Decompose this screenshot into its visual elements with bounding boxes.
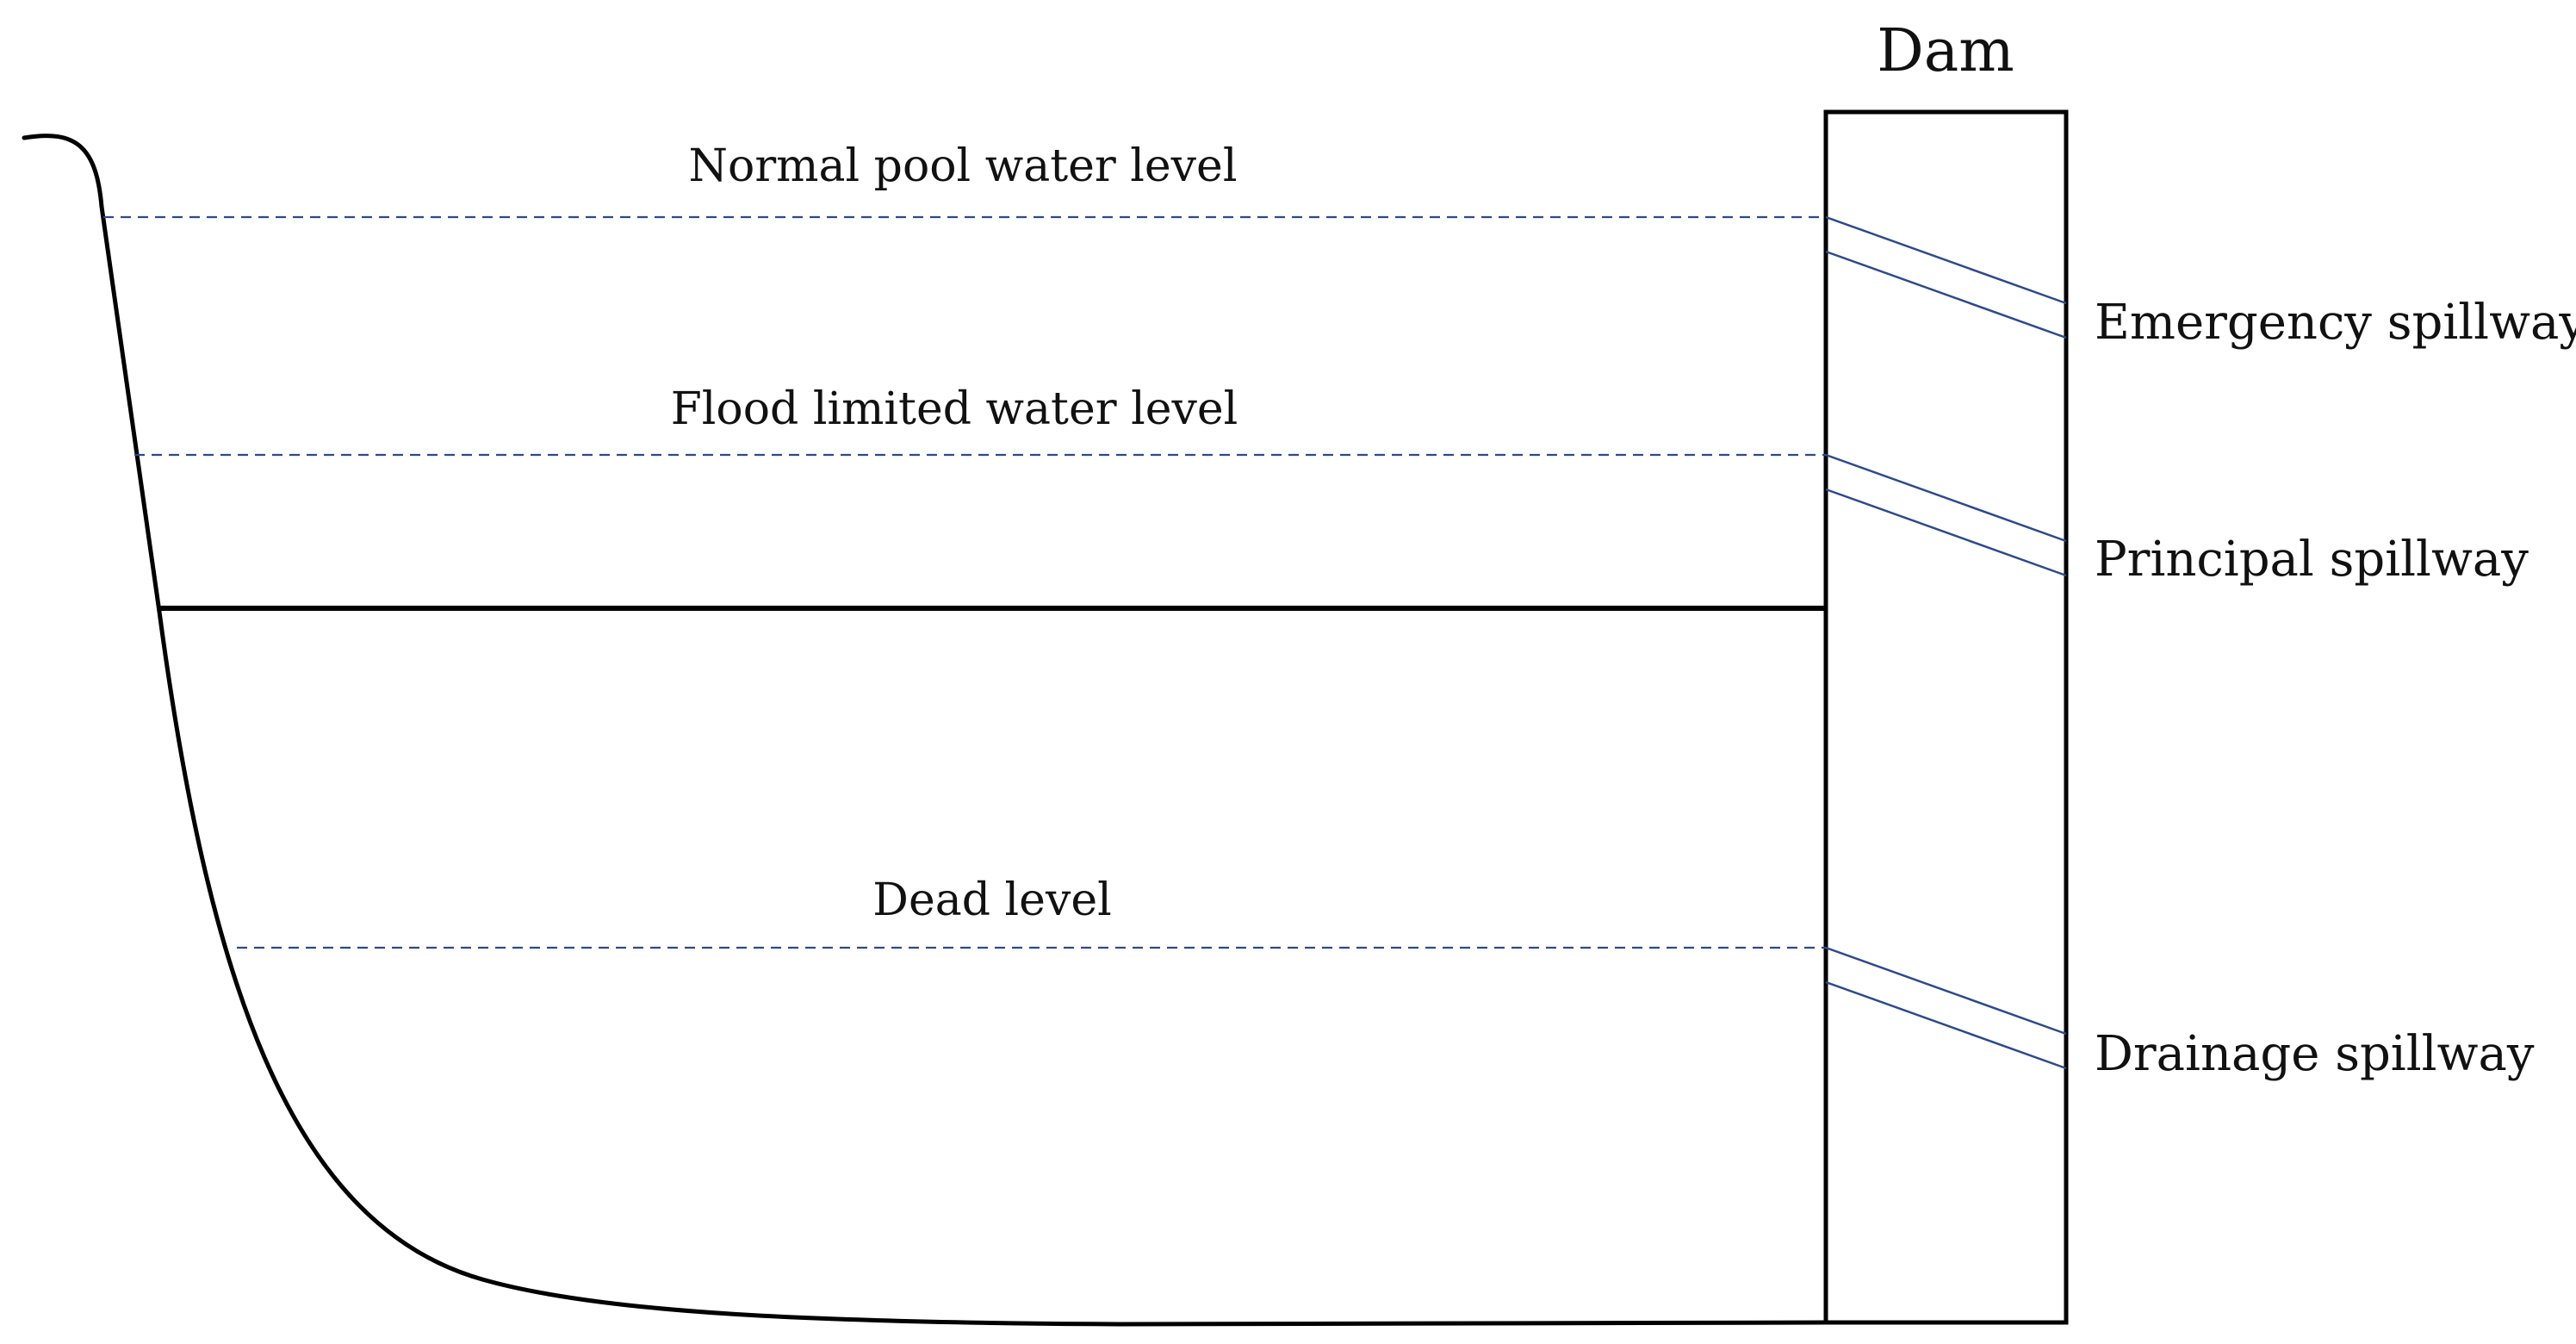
emergency-spillway-channel xyxy=(1825,215,2067,339)
normal-pool-level-label: Normal pool water level xyxy=(689,140,1238,192)
dam-body xyxy=(1823,109,2069,1325)
reservoir-bank-curve xyxy=(22,134,1828,1327)
principal-spillway-label: Principal spillway xyxy=(2095,532,2529,588)
emergency-spillway-label: Emergency spillway xyxy=(2095,295,2576,351)
dead-level-label: Dead level xyxy=(872,874,1111,926)
drainage-spillway-label: Drainage spillway xyxy=(2095,1026,2535,1082)
flood-limited-level-label: Flood limited water level xyxy=(671,383,1238,435)
dam-label: Dam xyxy=(1877,17,2014,85)
drainage-spillway-channel xyxy=(1825,946,2067,1070)
principal-spillway-channel xyxy=(1825,453,2067,577)
